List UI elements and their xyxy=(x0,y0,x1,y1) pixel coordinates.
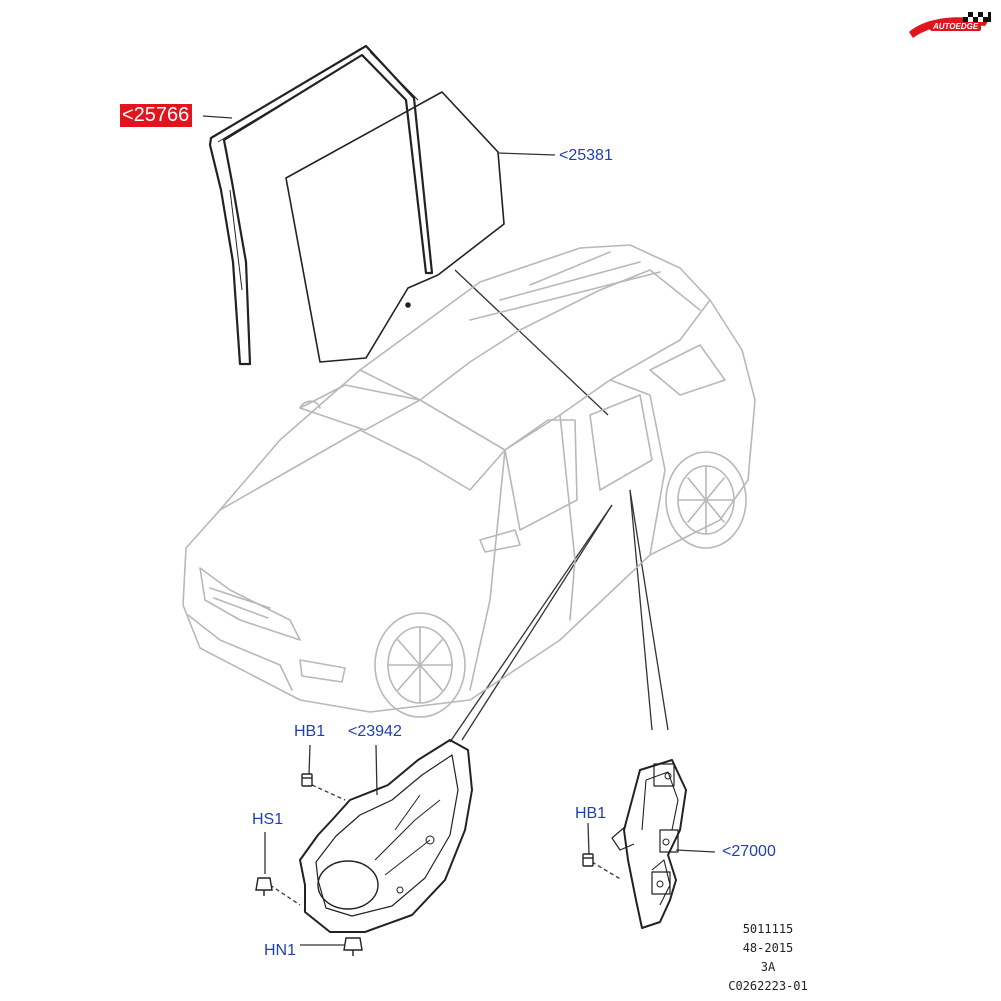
callout-23942: <23942 xyxy=(348,723,402,740)
note-line: 3A xyxy=(760,960,776,974)
callout-27000: <27000 xyxy=(722,843,776,860)
nut-hn1 xyxy=(343,937,363,956)
note-line: 5011115 xyxy=(742,922,794,936)
callout-hb1-left: HB1 xyxy=(294,723,326,740)
callout-hb1-right: HB1 xyxy=(575,805,607,822)
rear-door-glass xyxy=(285,91,505,363)
logo-text: AUTOEDGE xyxy=(930,22,982,31)
drawing-reference-notes: 5011115 48-2015 3A C0262223-01 xyxy=(716,920,820,996)
callout-hn1: HN1 xyxy=(264,942,297,959)
callout-25381: <25381 xyxy=(559,147,613,164)
fasteners xyxy=(255,773,594,956)
vehicle-outline xyxy=(182,244,756,718)
note-line: C0262223-01 xyxy=(728,979,808,993)
note-line: 48-2015 xyxy=(742,941,794,955)
leader-lines xyxy=(202,115,716,946)
screw-hs1 xyxy=(255,877,273,896)
window-regulator-carrier xyxy=(299,739,473,933)
callout-25766: <25766 xyxy=(120,104,193,127)
window-regulator-motor xyxy=(611,759,687,929)
bolt-hb1-left xyxy=(301,773,313,787)
callout-hs1: HS1 xyxy=(252,811,284,828)
bolt-hb1-right xyxy=(582,853,594,867)
glass-run-seal xyxy=(208,44,434,366)
